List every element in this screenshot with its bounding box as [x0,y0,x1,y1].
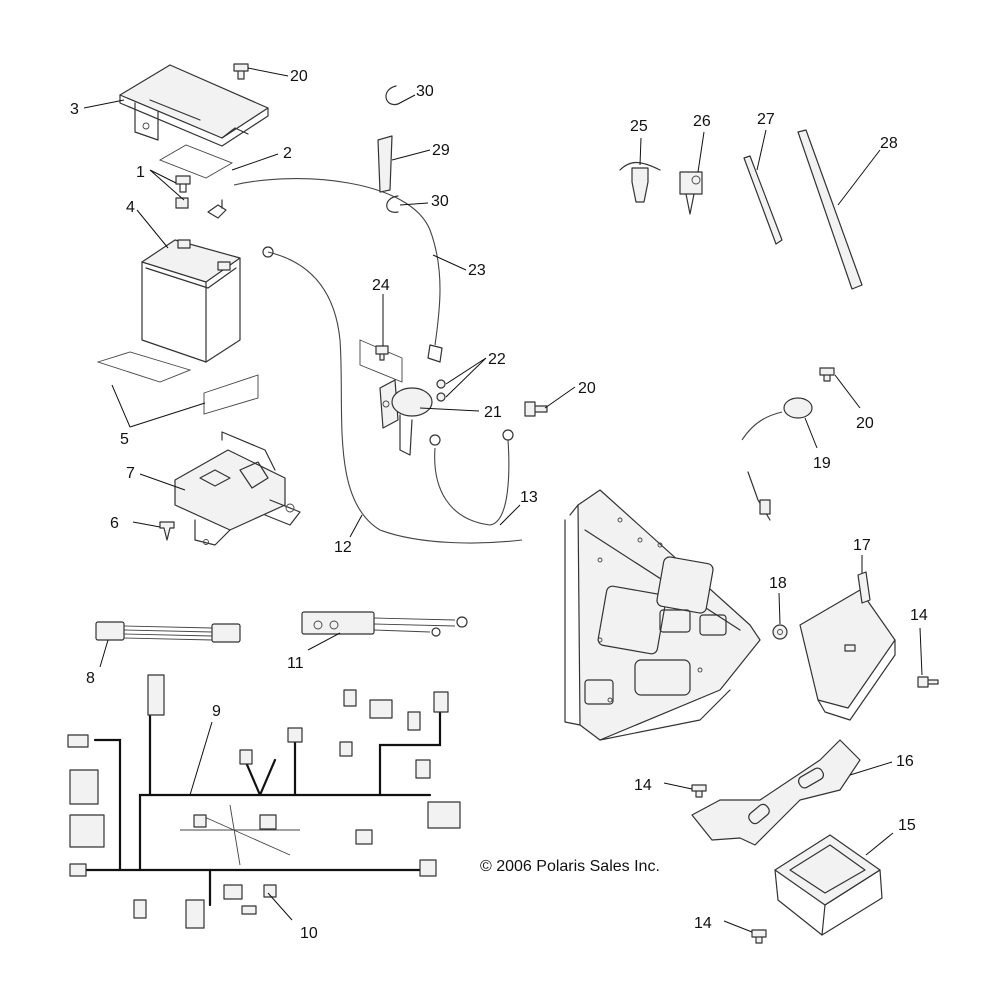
callout-29: 29 [432,142,450,159]
callout-20-top: 20 [290,68,308,85]
callout-6: 6 [110,515,119,532]
clip-30-bottom [386,195,399,213]
callout-18: 18 [769,575,787,592]
callout-19: 19 [813,455,831,472]
callout-25: 25 [630,118,648,135]
callout-13: 13 [520,489,538,506]
battery-pad-lower [96,351,192,383]
push-rivet-part [159,521,175,541]
callout-5: 5 [120,431,129,448]
cable-tie-28-part [797,129,863,290]
callout-26: 26 [693,113,711,130]
cable-tie-27-part [743,155,783,245]
callout-14-bottom: 14 [694,915,712,932]
wire-clip-25-part [619,161,661,203]
callout-10: 10 [300,925,318,942]
terminal-clip-part [207,199,227,219]
battery-part [141,239,241,363]
solenoid-part [379,379,433,456]
main-harness-9-part [67,674,461,929]
sensor-19-part [741,397,813,521]
callout-27: 27 [757,111,775,128]
callout-24: 24 [372,277,390,294]
ground-cable-13 [434,439,510,526]
bolt-14-bottom [751,929,767,944]
callout-9: 9 [212,703,221,720]
bolt-14-right [917,676,939,688]
electrical-panel-part [564,489,761,741]
clip-30-top [385,85,399,106]
callout-20-mid: 20 [578,380,596,397]
callout-28: 28 [880,135,898,152]
callout-1: 1 [136,164,145,181]
callout-15: 15 [898,817,916,834]
washer-18-part [772,624,788,640]
harness-8-part [95,621,241,643]
callout-30-top: 30 [416,83,434,100]
copyright-notice: © 2006 Polaris Sales Inc. [480,858,660,875]
bolt-20-top [233,63,249,80]
battery-cable-12 [267,251,523,544]
bolt-24-part [375,345,389,361]
callout-8: 8 [86,670,95,687]
bolt-20-mid [524,401,548,417]
nut-22a-part [436,379,446,389]
bolt-20-right [819,367,835,382]
module-17-part [799,571,896,721]
leader-lines [83,67,923,933]
battery-bracket-part [174,431,301,546]
callout-7: 7 [126,465,135,482]
callout-3: 3 [70,101,79,118]
bolt-nut-part [175,175,191,209]
callout-30-bottom: 30 [431,193,449,210]
battery-cable-23 [233,178,441,346]
callout-16: 16 [896,753,914,770]
battery-pad-front [203,374,259,415]
mount-26-part [679,171,703,215]
callout-17: 17 [853,537,871,554]
callout-14-mid: 14 [634,777,652,794]
battery-cover-part [119,64,269,147]
link-29-part [377,135,393,193]
callout-21: 21 [484,404,502,421]
callout-2: 2 [283,145,292,162]
nut-22b-part [436,392,446,402]
callout-12: 12 [334,539,352,556]
battery-pad-part [158,144,234,179]
box-15-part [774,834,883,936]
callout-14-right: 14 [910,607,928,624]
bracket-16-part [691,739,861,846]
callout-23: 23 [468,262,486,279]
callout-11: 11 [287,655,304,672]
harness-11-part [301,611,468,637]
callout-22: 22 [488,351,506,368]
callout-20-right: 20 [856,415,874,432]
bolt-14-mid [691,784,707,798]
callout-4: 4 [126,199,135,216]
